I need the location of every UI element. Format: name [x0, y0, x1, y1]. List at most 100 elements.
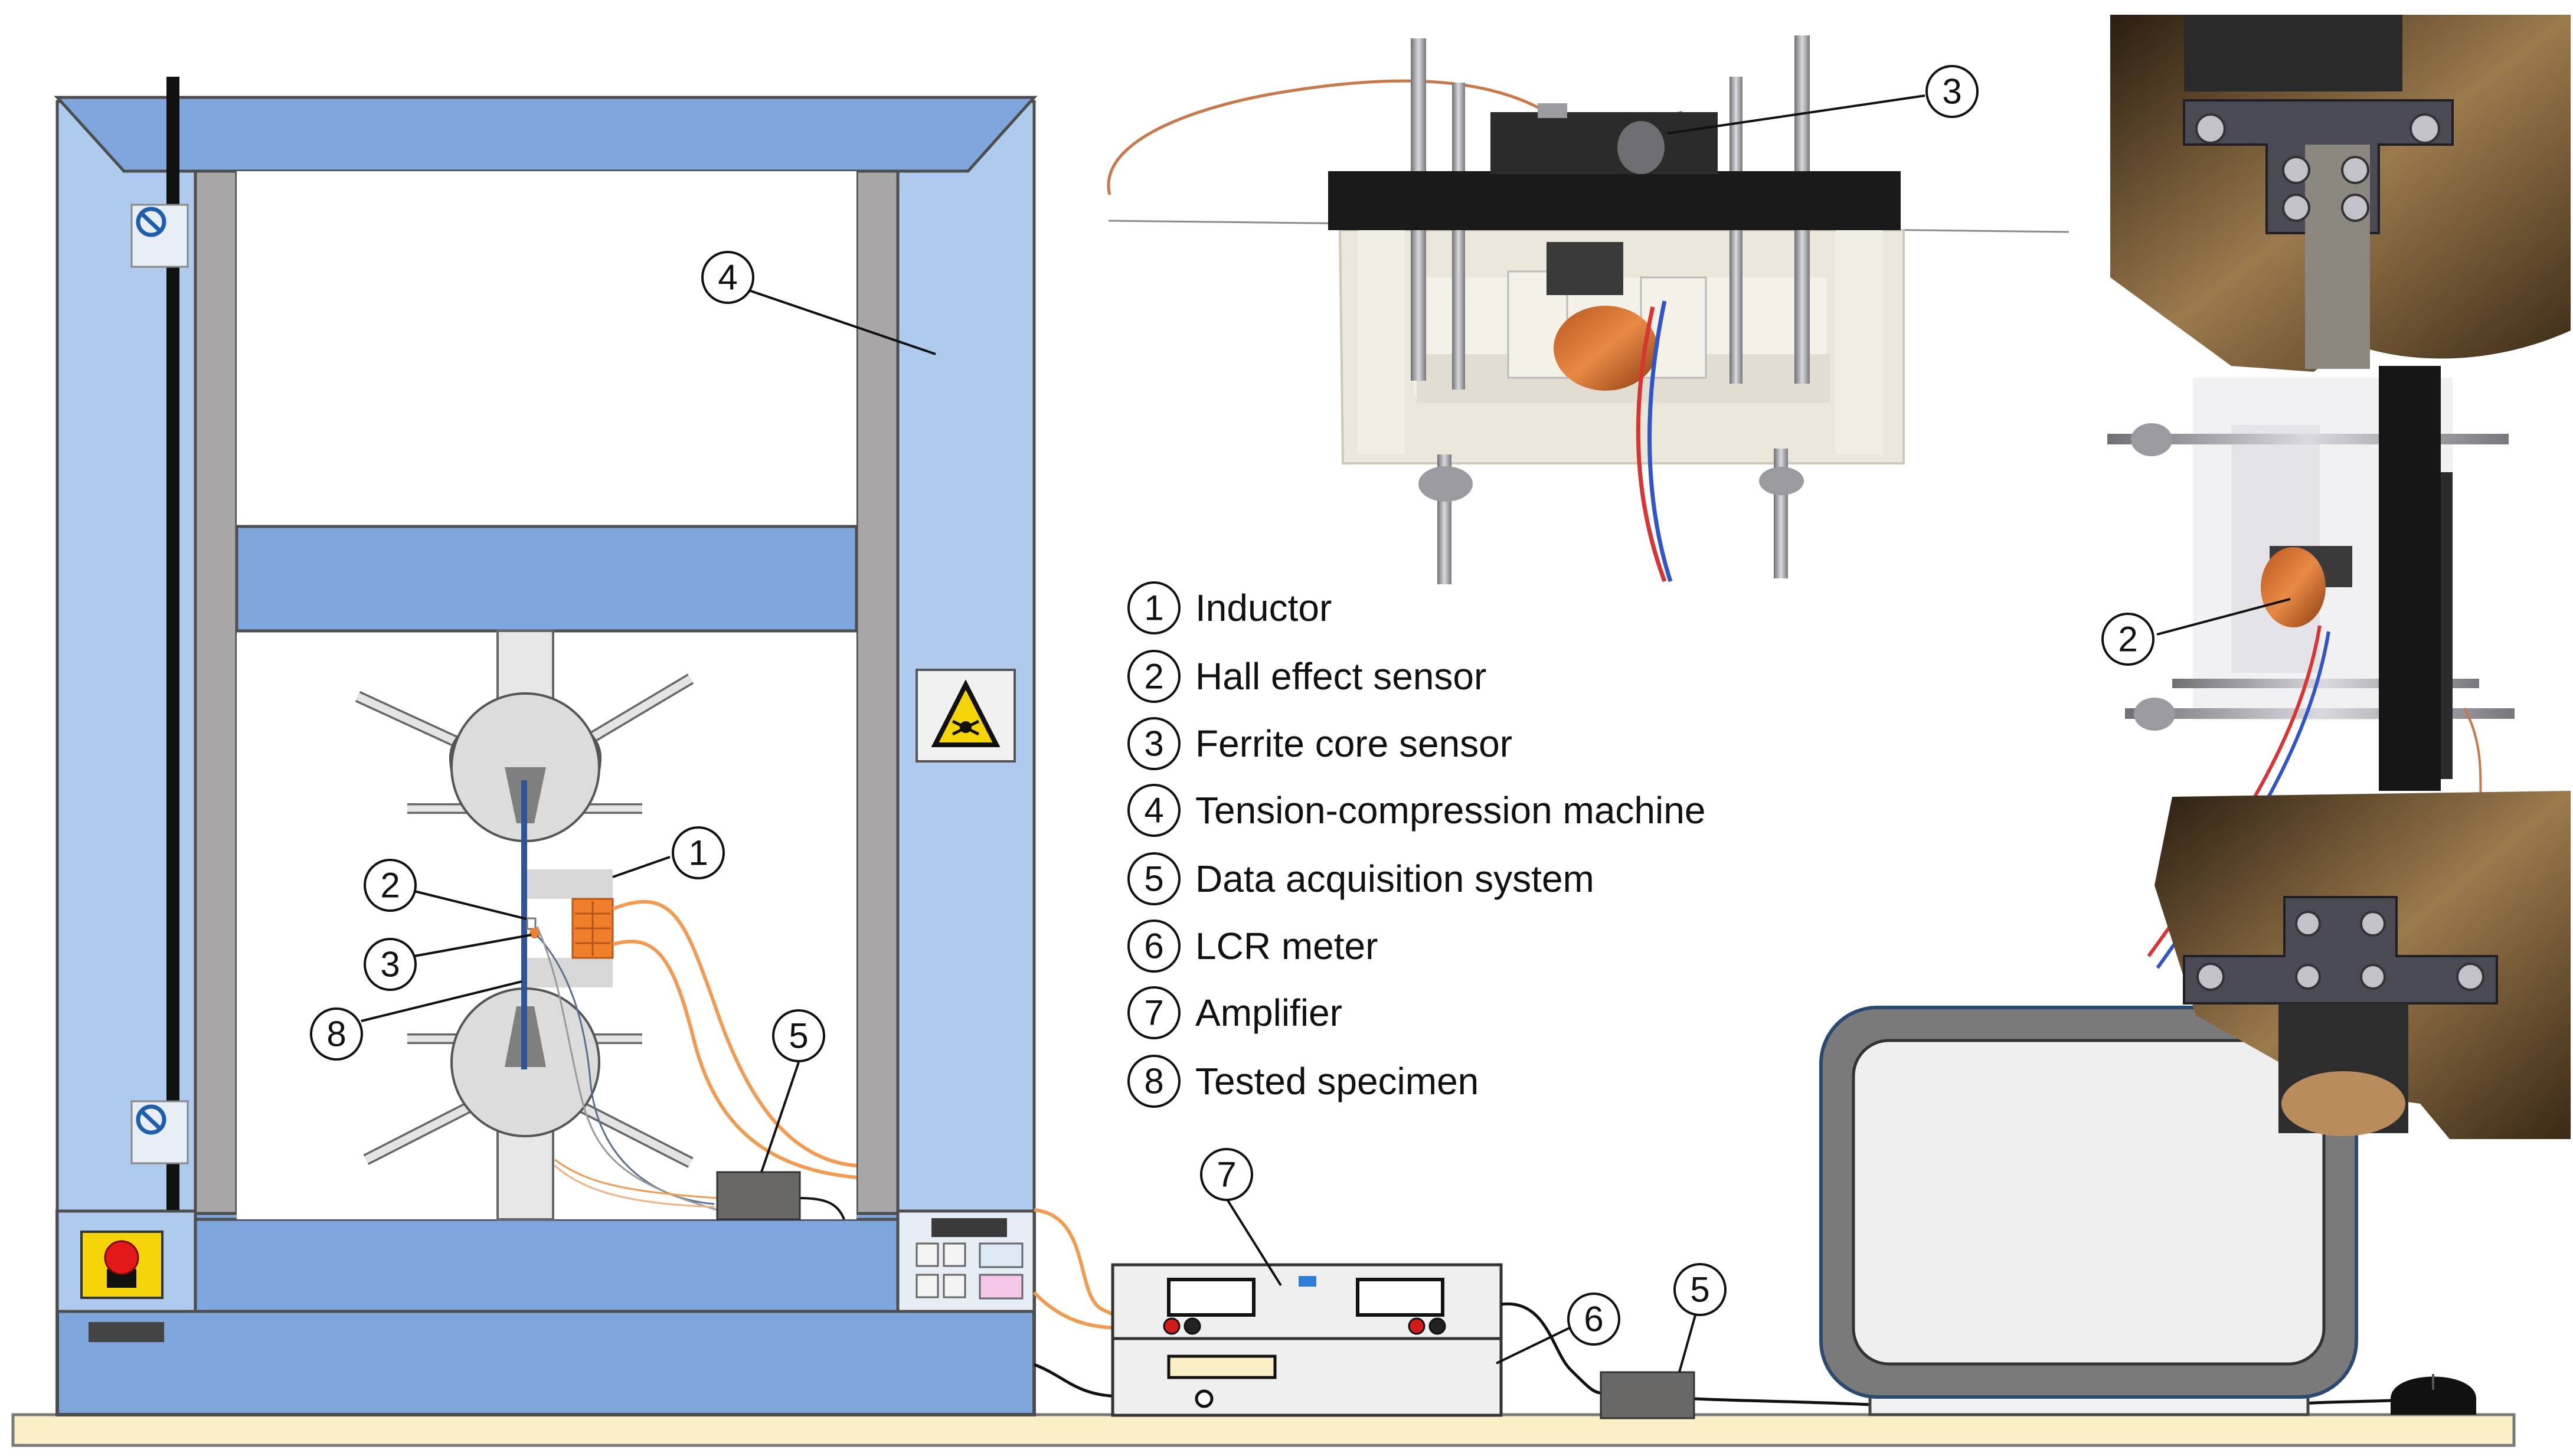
- callout-hall-number: 2: [380, 866, 400, 905]
- base-slot: [89, 1322, 164, 1342]
- leader-inductor: [612, 856, 671, 878]
- legend-label: LCR meter: [1195, 925, 1378, 967]
- amplifier-terminal: [1428, 1317, 1446, 1335]
- leader-machine: [745, 288, 936, 355]
- legend-item: 7 Amplifier: [1127, 986, 1342, 1039]
- daq-box-table: [1600, 1371, 1695, 1419]
- legend-label: Amplifier: [1195, 992, 1342, 1034]
- legend-item: 6 LCR meter: [1127, 920, 1378, 973]
- legend-number: 2: [1144, 657, 1163, 696]
- callout-ferrite-number: 3: [380, 945, 400, 984]
- callout-lcr: [1567, 1293, 1620, 1346]
- callout-inductor: [672, 826, 725, 879]
- panel-indicator: [979, 1274, 1024, 1300]
- legend-item: 1 Inductor: [1127, 581, 1332, 634]
- callout-lcr-number: 6: [1584, 1300, 1603, 1339]
- callout-photo-hall: [2101, 613, 2154, 666]
- callout-daq-table-number: 5: [1690, 1270, 1709, 1310]
- machine-top-frame: [54, 96, 1038, 173]
- machine-bottom-beam: [194, 1218, 900, 1313]
- keypad-key[interactable]: [916, 1242, 939, 1267]
- daq-box-machine: [716, 1171, 801, 1221]
- signal-wire: [799, 1197, 845, 1220]
- callout-ferrite: [364, 938, 417, 991]
- legend-label: Tested specimen: [1195, 1060, 1479, 1102]
- monitor-screen[interactable]: [1852, 1039, 2326, 1366]
- legend-item: 8 Tested specimen: [1127, 1055, 1479, 1108]
- legend-item: 3 Ferrite core sensor: [1127, 717, 1512, 770]
- leader-amplifier: [1225, 1197, 1282, 1287]
- signal-wire: [612, 940, 857, 1179]
- callout-daq-machine: [772, 1009, 825, 1062]
- hall-sensor: [526, 917, 537, 930]
- table-surface: [11, 1413, 2516, 1447]
- right-frame-column: [896, 100, 1036, 1213]
- hazard-icon: [931, 679, 1001, 747]
- legend-label: Data acquisition system: [1195, 858, 1594, 900]
- fixture-lower-plate: [527, 958, 613, 987]
- legend-item: 5 Data acquisition system: [1127, 852, 1594, 905]
- right-guide-column: [855, 169, 900, 1215]
- amplifier-terminal: [1183, 1317, 1201, 1335]
- left-guide-column: [194, 169, 238, 1215]
- limit-rod: [166, 77, 179, 1210]
- fixture-upper-plate: [527, 869, 613, 899]
- panel-screen: [979, 1242, 1024, 1268]
- leader-photo-hall: [2156, 598, 2291, 636]
- legend-number: 6: [1144, 927, 1163, 966]
- callout-machine: [701, 251, 754, 304]
- monitor-cable: [1693, 1397, 1872, 1406]
- signal-wire: [536, 926, 718, 1211]
- legend-number: 3: [1144, 724, 1163, 764]
- tension-compression-machine: [54, 77, 1038, 1416]
- photo-hall-fixture: [2107, 15, 2571, 1139]
- callout-photo-hall-number: 2: [2118, 620, 2137, 659]
- callout-amplifier-number: 7: [1217, 1155, 1236, 1195]
- legend-number: 1: [1144, 588, 1163, 628]
- mouse-cable: [2301, 1399, 2391, 1405]
- leader-daq-machine: [760, 1062, 800, 1173]
- callout-daq-table: [1673, 1263, 1727, 1316]
- emergency-stop-button[interactable]: [104, 1240, 139, 1275]
- callout-photo-ferrite: [1925, 65, 1979, 118]
- computer-mouse[interactable]: [2391, 1374, 2476, 1415]
- signal-wire: [554, 1159, 718, 1199]
- legend-number: 7: [1144, 993, 1163, 1033]
- legend-item: 2 Hall effect sensor: [1127, 650, 1486, 703]
- keypad-key[interactable]: [943, 1242, 966, 1267]
- lcr-meter-display: [1167, 1354, 1277, 1379]
- leader-hall: [414, 890, 527, 920]
- leader-daq-table: [1678, 1313, 1697, 1373]
- legend-label: Tension-compression machine: [1195, 789, 1705, 832]
- callout-amplifier: [1200, 1148, 1253, 1201]
- keypad-key[interactable]: [943, 1274, 966, 1298]
- legend-item: 4 Tension-compression machine: [1127, 784, 1705, 837]
- leader-lcr: [1496, 1326, 1572, 1365]
- legend-label: Inductor: [1195, 587, 1332, 629]
- legend-label: Ferrite core sensor: [1195, 722, 1512, 765]
- legend-number: 4: [1144, 791, 1163, 830]
- leader-specimen: [361, 980, 522, 1022]
- legend-number: 8: [1144, 1062, 1163, 1101]
- amplifier-terminal: [1163, 1317, 1181, 1335]
- tested-specimen: [521, 780, 527, 1069]
- callout-specimen-number: 8: [326, 1015, 346, 1054]
- amplifier-indicator: [1299, 1276, 1316, 1287]
- lcr-meter: [1111, 1337, 1503, 1417]
- callout-machine-number: 4: [718, 258, 737, 297]
- moving-crosshead: [235, 525, 858, 633]
- legend: 1 Inductor 2 Hall effect sensor 3 Ferrit…: [1127, 581, 1705, 1108]
- amplifier: [1111, 1263, 1503, 1340]
- photo-ferrite-fixture: [1107, 35, 2069, 584]
- legend-number: 5: [1144, 859, 1163, 899]
- signal-wire: [554, 1164, 715, 1208]
- keypad-key[interactable]: [916, 1274, 939, 1298]
- callout-hall: [364, 859, 417, 912]
- callout-group: 4 1 2 3 8 5 7 6 5 3 2: [310, 65, 2154, 1346]
- leader-photo-ferrite: [1667, 94, 1925, 135]
- amplifier-terminal: [1408, 1317, 1426, 1335]
- legend-label: Hall effect sensor: [1195, 655, 1486, 698]
- control-panel-display: [931, 1218, 1007, 1237]
- callout-inductor-number: 1: [688, 833, 708, 873]
